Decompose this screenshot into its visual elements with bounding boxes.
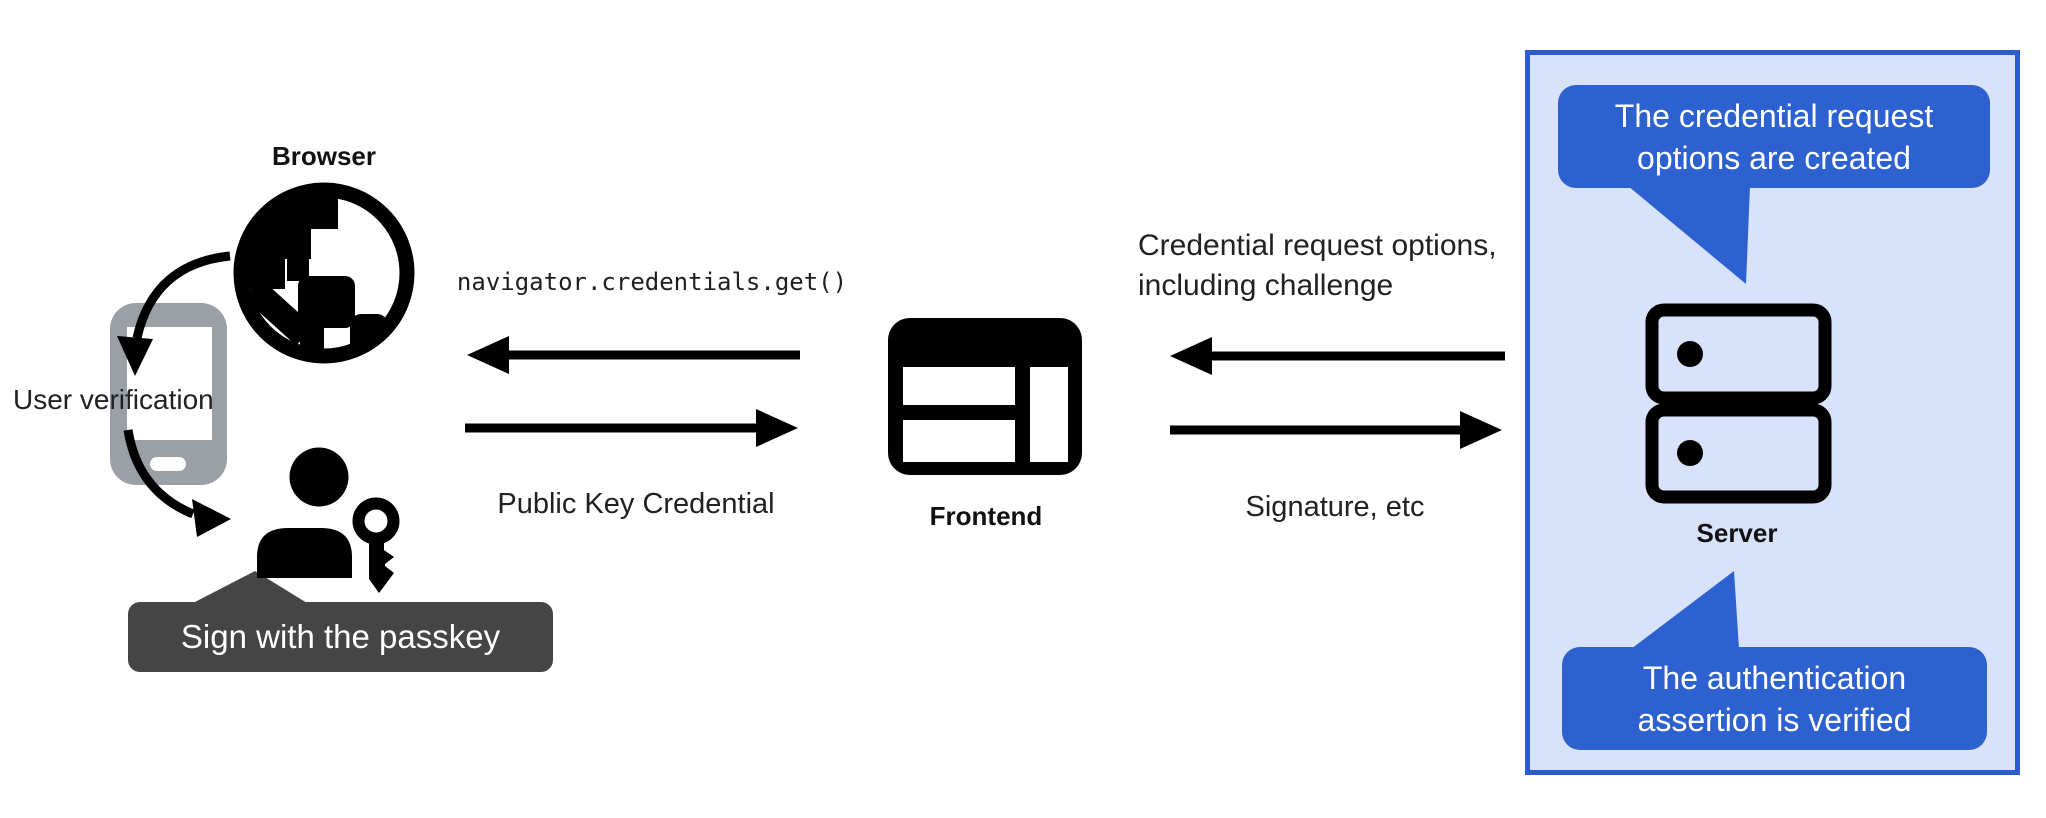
bubble-assertion-verified: The authentication assertion is verified <box>1562 647 1987 750</box>
arrow-public-key-credential <box>465 409 798 447</box>
browser-label: Browser <box>271 141 377 171</box>
browser-globe-icon <box>233 182 415 364</box>
arrow-credential-request-options <box>1170 337 1505 375</box>
server-stack-icon <box>1645 303 1832 504</box>
bubble-top-line2: options are created <box>1637 139 1911 176</box>
bubble-bottom-line2: assertion is verified <box>1637 701 1912 738</box>
signature-label: Signature, etc <box>1245 491 1425 523</box>
arrow-get-call <box>467 336 800 374</box>
arrow-signature <box>1170 411 1502 449</box>
credential-request-options-label: Credential request options, including ch… <box>1138 226 1497 306</box>
bubble-bottom-pointer <box>1631 571 1739 649</box>
server-label: Server <box>1696 518 1778 548</box>
arrow-browser-to-phone <box>117 251 231 376</box>
public-key-credential-label: Public Key Credential <box>497 488 775 520</box>
bubble-top-pointer <box>1628 186 1750 284</box>
navigator-credentials-get-label: navigator.credentials.get() <box>456 268 848 296</box>
sign-with-passkey-text: Sign with the passkey <box>180 618 501 655</box>
user-verification-label: User verification <box>13 384 214 415</box>
frontend-window-icon <box>888 318 1082 475</box>
tooltip-pointer <box>193 571 307 603</box>
bubble-bottom-line1: The authentication <box>1642 659 1907 696</box>
frontend-label: Frontend <box>929 501 1043 531</box>
bubble-credential-request-created: The credential request options are creat… <box>1558 85 1990 188</box>
user-icon <box>257 447 352 578</box>
sign-with-passkey-tooltip: Sign with the passkey <box>128 602 553 672</box>
bubble-top-line1: The credential request <box>1614 97 1934 134</box>
key-icon <box>352 497 400 593</box>
credential-request-options-line1: Credential request options, <box>1138 229 1497 262</box>
arrow-phone-to-user <box>123 429 231 537</box>
credential-request-options-line2: including challenge <box>1138 269 1394 302</box>
